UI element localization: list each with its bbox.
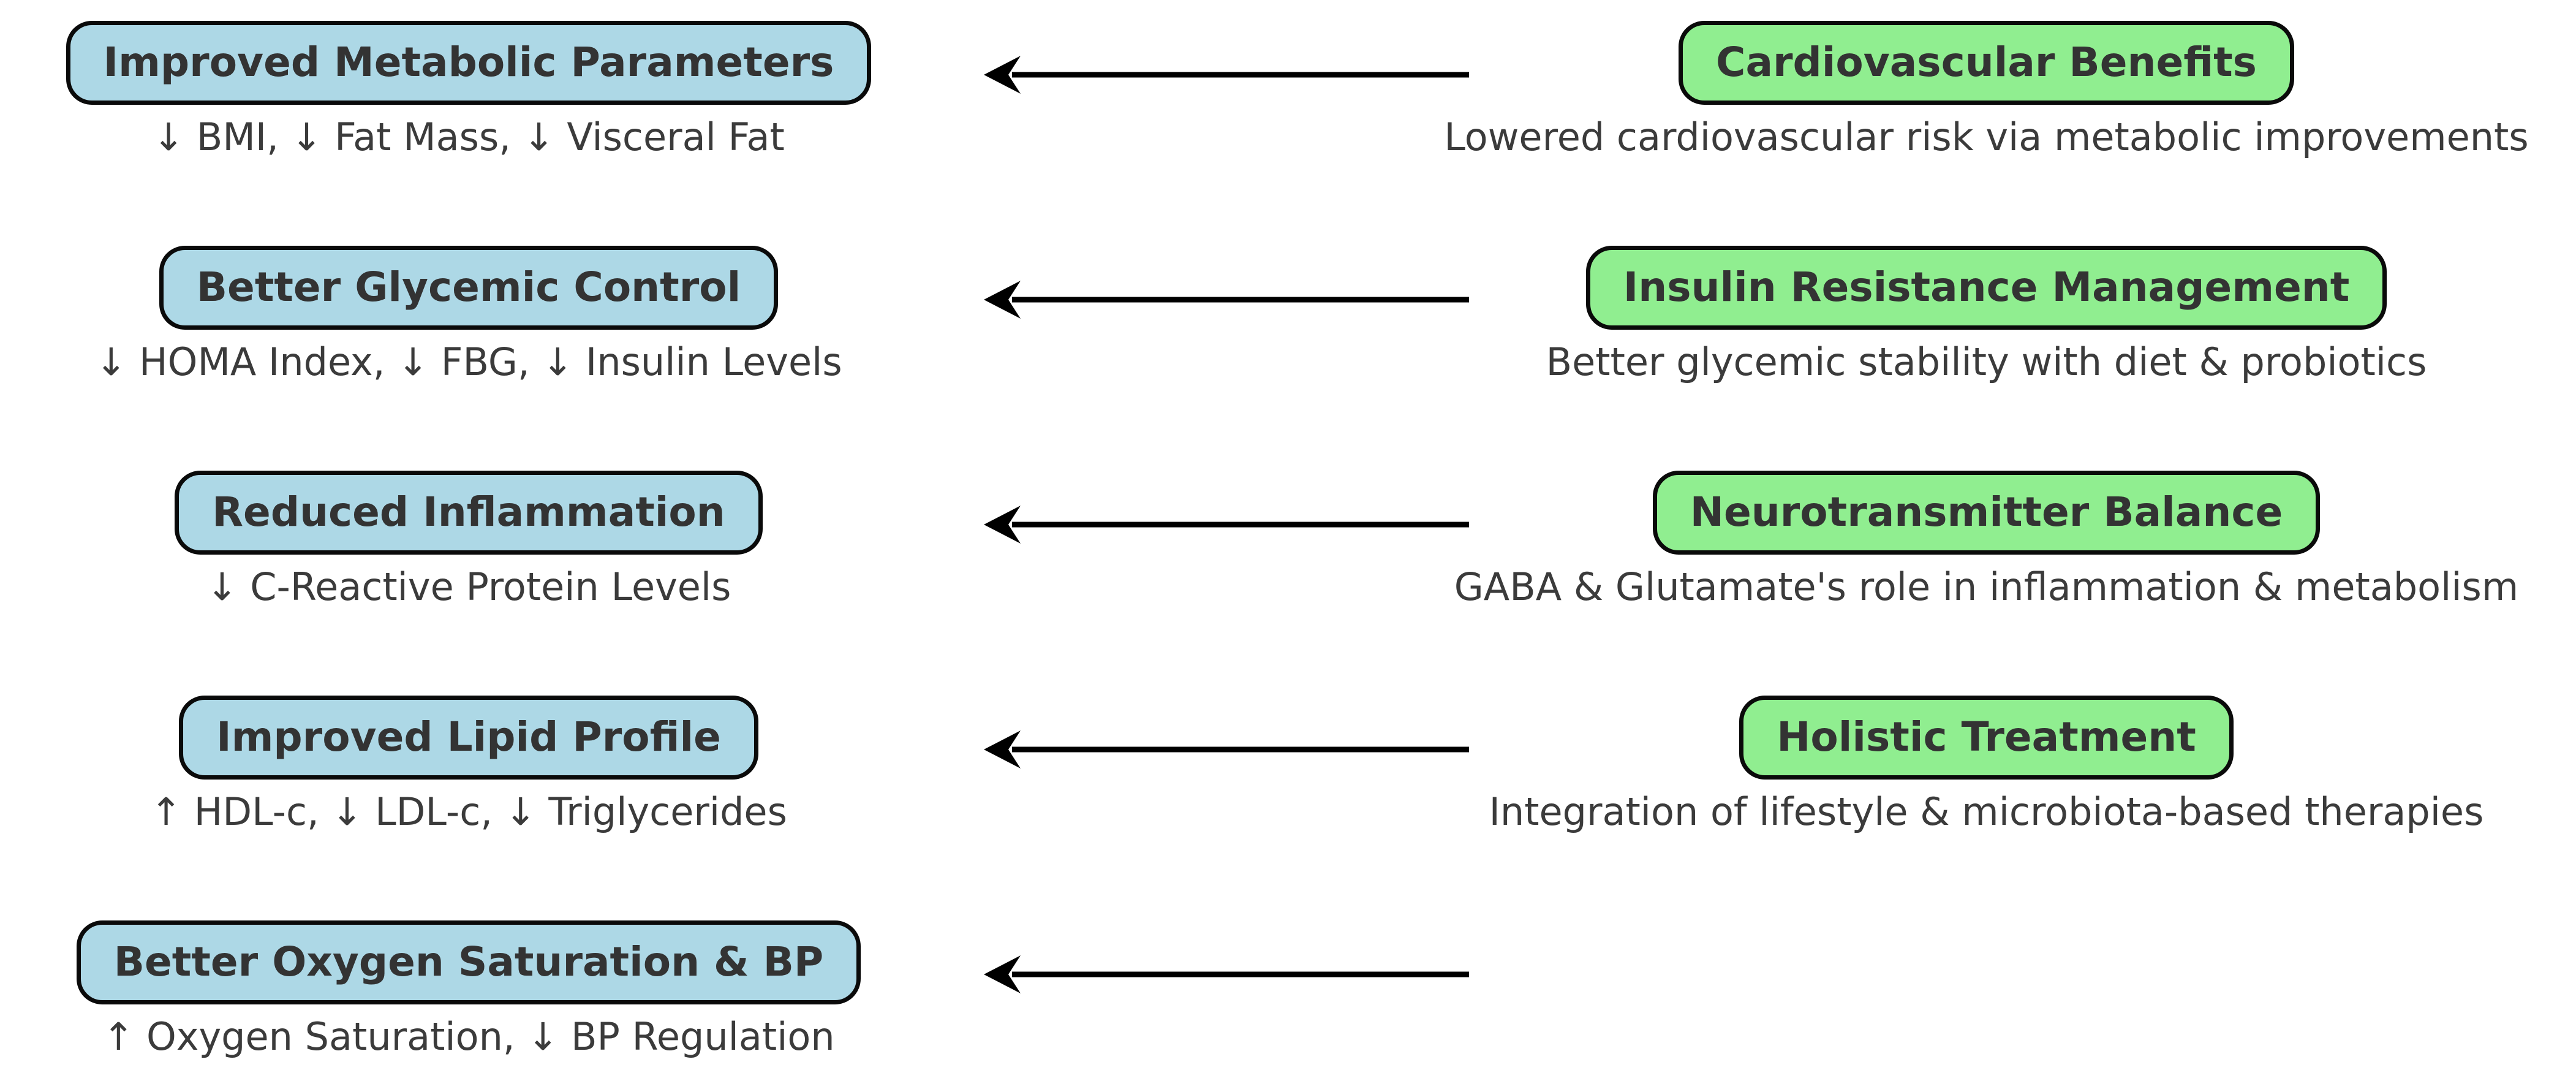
mechanism-caption: GABA & Glutamate's role in inflammation … xyxy=(1454,564,2519,609)
outcome-title: Better Glycemic Control xyxy=(196,264,741,311)
outcome-title: Improved Lipid Profile xyxy=(216,713,721,761)
mechanism-box: Neurotransmitter Balance xyxy=(1652,471,2321,555)
mechanism-title: Cardiovascular Benefits xyxy=(1716,39,2257,86)
mechanism-title: Neurotransmitter Balance xyxy=(1690,488,2283,536)
outcome-caption: ↓ BMI, ↓ Fat Mass, ↓ Visceral Fat xyxy=(153,114,785,159)
outcome-box: Improved Metabolic Parameters xyxy=(66,21,872,105)
outcome-title: Better Oxygen Saturation & BP xyxy=(113,938,824,985)
left-arrow-icon xyxy=(980,950,1470,999)
outcome-block: Reduced Inflammation ↓ C-Reactive Protei… xyxy=(0,471,937,610)
mechanism-block: Neurotransmitter Balance GABA & Glutamat… xyxy=(1397,471,2576,610)
left-arrow-icon xyxy=(980,275,1470,324)
mechanism-block: Holistic Treatment Integration of lifest… xyxy=(1397,696,2576,835)
outcome-box: Better Oxygen Saturation & BP xyxy=(76,920,861,1004)
mechanism-caption: Integration of lifestyle & microbiota-ba… xyxy=(1489,789,2484,834)
mechanism-block: Cardiovascular Benefits Lowered cardiova… xyxy=(1397,21,2576,161)
outcome-box: Reduced Inflammation xyxy=(175,471,763,555)
outcome-title: Reduced Inflammation xyxy=(212,488,725,536)
outcome-caption: ↑ HDL-c, ↓ LDL-c, ↓ Triglycerides xyxy=(150,789,787,834)
outcome-block: Improved Metabolic Parameters ↓ BMI, ↓ F… xyxy=(0,21,937,161)
mechanism-box: Cardiovascular Benefits xyxy=(1679,21,2294,105)
mechanism-block: Insulin Resistance Management Better gly… xyxy=(1397,246,2576,385)
diagram-row: Better Glycemic Control ↓ HOMA Index, ↓ … xyxy=(0,225,2576,450)
outcome-caption: ↑ Oxygen Saturation, ↓ BP Regulation xyxy=(102,1014,835,1059)
diagram-row: Improved Lipid Profile ↑ HDL-c, ↓ LDL-c,… xyxy=(0,675,2576,900)
outcome-caption: ↓ HOMA Index, ↓ FBG, ↓ Insulin Levels xyxy=(95,339,842,384)
mechanism-caption: Lowered cardiovascular risk via metaboli… xyxy=(1444,114,2529,159)
outcome-caption: ↓ C-Reactive Protein Levels xyxy=(206,564,731,609)
outcome-box: Improved Lipid Profile xyxy=(179,696,758,780)
diagram-row: Better Oxygen Saturation & BP ↑ Oxygen S… xyxy=(0,900,2576,1089)
outcome-box: Better Glycemic Control xyxy=(159,246,779,330)
left-arrow-icon xyxy=(980,50,1470,99)
outcome-block: Better Glycemic Control ↓ HOMA Index, ↓ … xyxy=(0,246,937,385)
mechanism-box: Holistic Treatment xyxy=(1739,696,2234,780)
left-arrow-icon xyxy=(980,500,1470,549)
mechanism-title: Insulin Resistance Management xyxy=(1623,264,2350,311)
mechanism-caption: Better glycemic stability with diet & pr… xyxy=(1546,339,2427,384)
outcome-block: Better Oxygen Saturation & BP ↑ Oxygen S… xyxy=(0,920,937,1060)
outcome-block: Improved Lipid Profile ↑ HDL-c, ↓ LDL-c,… xyxy=(0,696,937,835)
diagram-row: Reduced Inflammation ↓ C-Reactive Protei… xyxy=(0,450,2576,675)
diagram-row: Improved Metabolic Parameters ↓ BMI, ↓ F… xyxy=(0,0,2576,225)
mechanism-box: Insulin Resistance Management xyxy=(1585,246,2387,330)
left-arrow-icon xyxy=(980,725,1470,774)
outcome-title: Improved Metabolic Parameters xyxy=(103,39,834,86)
mechanism-title: Holistic Treatment xyxy=(1777,713,2196,761)
